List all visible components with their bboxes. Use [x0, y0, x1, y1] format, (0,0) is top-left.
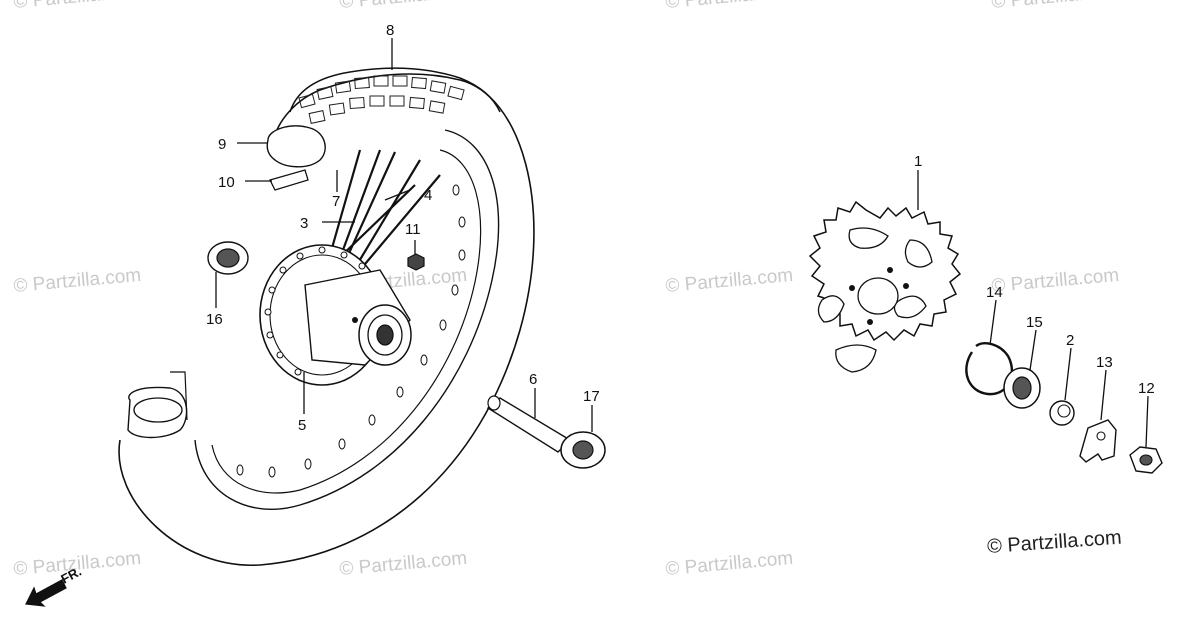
watermark: © Partzilla.com — [339, 548, 468, 580]
wheel-assembly — [118, 67, 606, 566]
callout-numbers: 8 9 10 7 3 4 11 16 5 6 17 1 14 15 2 13 1… — [206, 22, 1155, 434]
rim-band — [269, 169, 309, 191]
watermark: © Partzilla.com — [665, 0, 794, 13]
callout-17: 17 — [583, 388, 600, 405]
callout-10: 10 — [218, 174, 235, 191]
callout-11: 11 — [405, 221, 421, 238]
watermark: © Partzilla.com — [13, 265, 142, 297]
sprocket-center — [857, 277, 899, 315]
leader-lines — [215, 38, 1149, 448]
sprocket-assembly — [808, 200, 1163, 474]
rim-inner — [211, 149, 482, 494]
collar-6 — [486, 397, 572, 453]
callout-15: 15 — [1026, 314, 1043, 331]
callout-4: 4 — [424, 187, 432, 204]
tube-section — [133, 397, 183, 423]
inner-tube — [266, 125, 326, 168]
callout-16: 16 — [206, 311, 223, 328]
arrow-icon — [25, 579, 67, 607]
callout-3: 3 — [300, 215, 308, 232]
callout-8: 8 — [386, 22, 394, 39]
hub-flange-holes — [264, 246, 382, 376]
watermark: © Partzilla.com — [665, 265, 794, 297]
rim-spoke-holes — [236, 184, 466, 478]
watermark: © Partzilla.com — [339, 0, 468, 13]
callout-2: 2 — [1066, 332, 1074, 349]
callout-5: 5 — [298, 417, 306, 434]
watermark: © Partzilla.com — [665, 548, 794, 580]
spokes — [328, 149, 441, 271]
nut-11 — [407, 253, 425, 271]
tread-blocks — [298, 75, 465, 124]
adjuster-13 — [1079, 419, 1117, 463]
callout-1: 1 — [914, 153, 922, 170]
callout-13: 13 — [1096, 354, 1113, 371]
callout-6: 6 — [529, 371, 537, 388]
watermark: © Partzilla.com — [991, 0, 1120, 13]
callout-12: 12 — [1138, 380, 1155, 397]
callout-14: 14 — [986, 284, 1003, 301]
watermark: © Partzilla.com — [13, 0, 142, 13]
callout-7: 7 — [332, 193, 340, 210]
callout-9: 9 — [218, 136, 226, 153]
sprocket-cutouts — [817, 227, 933, 373]
rim-outer — [194, 129, 500, 510]
watermark: © Partzilla.com — [991, 265, 1120, 297]
tire-tread — [289, 67, 501, 113]
